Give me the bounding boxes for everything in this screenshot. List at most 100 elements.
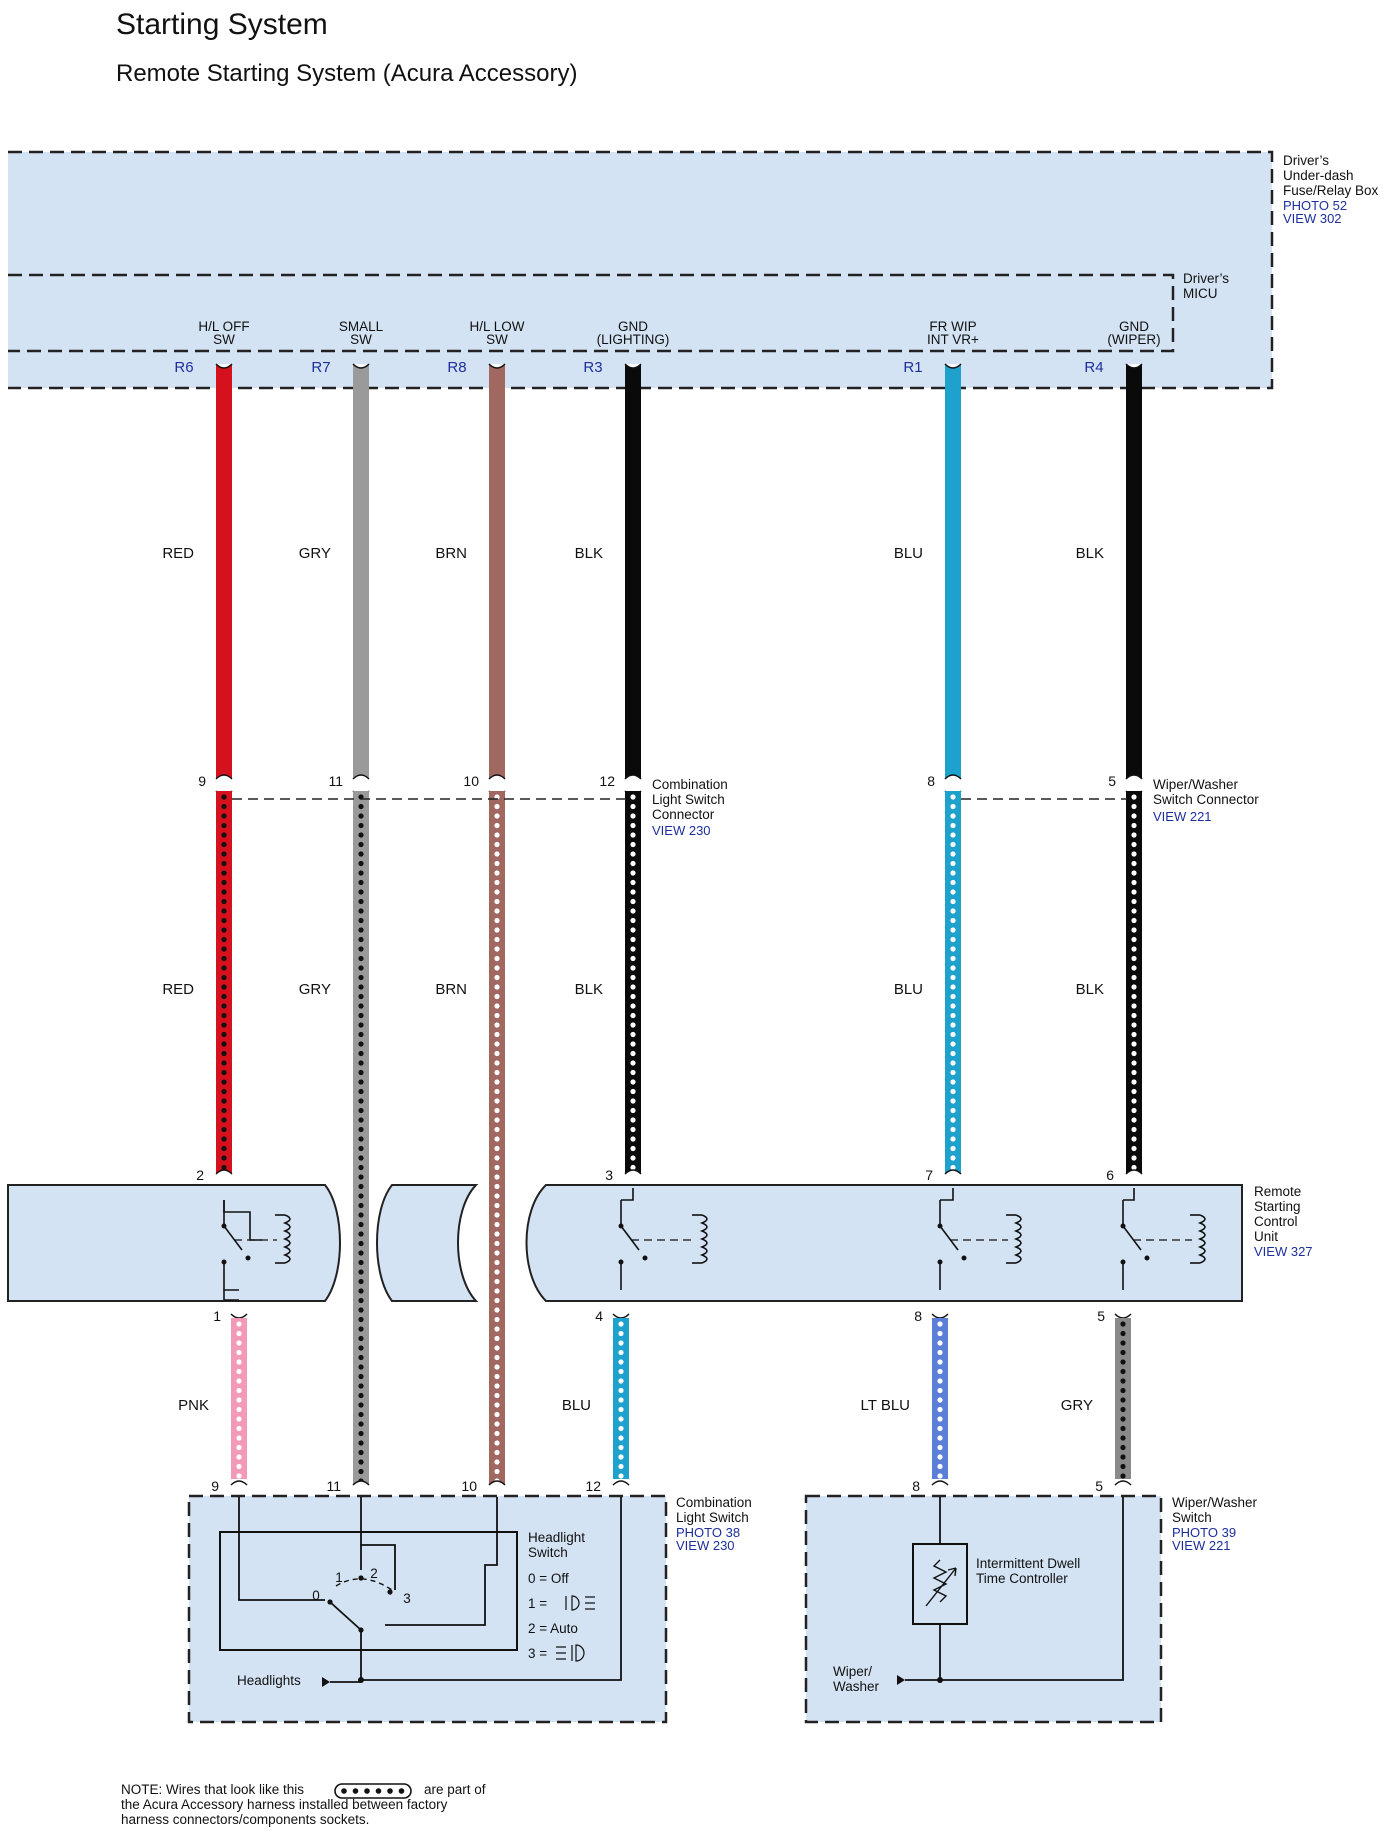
harness-dot [494,927,500,933]
harness-dot [494,1250,500,1256]
harness-dot [221,1069,227,1076]
harness-dot [950,1117,956,1123]
harness-dot [221,908,227,914]
harness-dot [221,1012,227,1019]
component-boxes [7,150,1274,1724]
relay-node [1120,1223,1126,1229]
unit-pin-label: 1 [213,1308,221,1324]
harness-dot [950,993,956,1000]
relay-lighting [618,1200,708,1290]
harness-dot [494,1240,500,1247]
micu-terminal-label: H/L OFF [198,319,249,334]
harness-dot [221,927,227,933]
harness-dot [1131,1012,1137,1019]
harness-dot [358,1126,364,1133]
harness-dot [358,1231,364,1237]
harness-dot [221,1117,227,1123]
harness-dot [630,908,636,914]
wiper-switch-box [804,1494,1163,1724]
micu-terminal-label: SW [486,332,508,347]
terminal [488,1480,506,1486]
harness-dot [937,1359,943,1365]
harness-dot [937,1387,943,1394]
note-text: NOTE: Wires that look like this [121,1782,304,1797]
wire-color-label: GRY [1061,1397,1093,1414]
harness-dot [358,1098,364,1104]
micu-terminal-label: (LIGHTING) [597,332,670,347]
harness-dot [618,1473,624,1479]
harness-dot [950,870,956,876]
harness-dot [358,1354,364,1361]
harness-dot [630,936,636,943]
dwell-controller-label: Time Controller [976,1571,1068,1586]
harness-dot [1131,1022,1137,1028]
harness-dot [358,1202,364,1209]
micu-label: Driver’s [1183,271,1229,286]
harness-dot [358,1012,364,1019]
harness-dot [358,1345,364,1351]
harness-dot [1131,974,1137,981]
harness-dot [950,822,956,829]
harness-dot [630,898,636,905]
remote-unit-ref: VIEW 327 [1254,1244,1313,1259]
headlight-switch-outline [219,1531,518,1651]
micu-pin-label: R1 [903,359,922,376]
harness-dot [221,832,227,838]
harness-dot [494,1288,500,1294]
micu-pin-label: R7 [311,359,330,376]
harness-dot [630,879,636,886]
harness-dot [950,794,956,800]
combination-connector-label: Light Switch [652,792,725,807]
harness-dot [618,1397,624,1403]
wire-color-label: BLK [575,545,603,562]
relay-node [937,1223,943,1229]
harness-dot [1131,965,1137,971]
harness-dot [494,955,500,962]
connector-pin-label: 10 [463,773,479,789]
wire-upper [1126,364,1142,779]
harness-dot [1120,1330,1126,1337]
harness-dot [630,1136,636,1142]
page-subtitle: Remote Starting System (Acura Accessory) [116,60,578,87]
wire-color-label: BLU [894,981,923,998]
harness-dot [494,993,500,1000]
terminal [624,363,642,369]
harness-dot [618,1321,624,1327]
harness-dot [494,1316,500,1323]
harness-dot [630,1107,636,1114]
harness-dot [1131,1079,1137,1085]
harness-dot [630,1012,636,1019]
harness-dot [1131,1069,1137,1076]
lamp-shape [565,1595,580,1611]
harness-dot [494,1326,500,1332]
wire-layer [215,363,1143,1486]
harness-dot [1131,803,1137,810]
wire-color-label: GRY [299,545,331,562]
harness-dot [494,1212,500,1218]
harness-dot [221,1003,227,1009]
relay-coil [699,1214,708,1264]
harness-dot [630,1050,636,1057]
harness-sample-dot [352,1788,359,1794]
harness-dot [1131,1126,1137,1133]
switch-wire [361,1497,622,1681]
harness-dot [630,965,636,971]
harness-dot [494,1041,500,1047]
harness-dot [494,1136,500,1142]
wire-upper [216,364,232,779]
harness-dot [1131,908,1137,914]
micu-terminal-label: GND [618,319,648,334]
harness-dot [1131,927,1137,933]
harness-dot [630,1041,636,1047]
harness-dot [358,841,364,848]
harness-dot [494,841,500,848]
micu-terminal-label: SW [213,332,235,347]
harness-dot [494,1079,500,1085]
harness-dot [221,898,227,905]
harness-dot [358,974,364,981]
harness-dot [494,1402,500,1408]
harness-dot [630,1117,636,1123]
harness-dot [221,1041,227,1047]
harness-dot [358,1383,364,1389]
harness-dot [358,1022,364,1028]
